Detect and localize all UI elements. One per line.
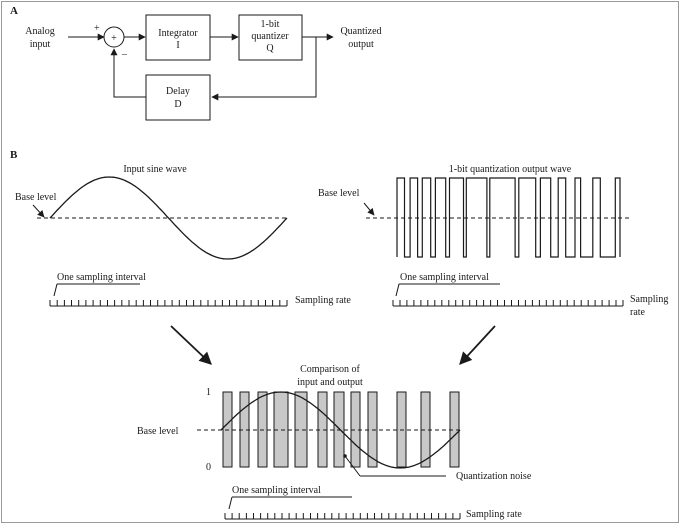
analog-input-line2: input bbox=[30, 39, 51, 50]
sine-sampling-ticks bbox=[49, 300, 288, 307]
comparison-panel: Comparison of input and output 1 0 Base … bbox=[137, 364, 532, 520]
sine-sampling-rate-label: Sampling rate bbox=[295, 295, 351, 306]
noise-leader-diagonal bbox=[344, 455, 361, 477]
block-diagram: Analog input + + – Integrator I 1-bit qu… bbox=[25, 14, 382, 121]
input-sine-wave bbox=[49, 176, 288, 260]
noise-leader-dot bbox=[343, 454, 347, 458]
pulse-sampling-rate-line2: rate bbox=[630, 307, 646, 318]
delay-to-summer-arrow bbox=[110, 48, 146, 98]
input-sine-title: Input sine wave bbox=[123, 164, 187, 175]
pulse-base-level-label: Base level bbox=[318, 188, 360, 199]
part-a-label: A bbox=[10, 5, 18, 17]
sine-interval-pointer bbox=[53, 283, 58, 297]
comparison-title-line2: input and output bbox=[297, 377, 363, 388]
quantizer-line3: Q bbox=[266, 43, 274, 54]
pulse-title: 1-bit quantization output wave bbox=[449, 164, 572, 175]
input-sine-panel: Input sine wave Base level One sampling … bbox=[15, 164, 351, 307]
quantized-output-line1: Quantized bbox=[340, 26, 381, 37]
pulse-interval-pointer bbox=[395, 283, 400, 297]
integrator-label: Integrator bbox=[158, 28, 198, 39]
feedback-to-delay-arrow bbox=[211, 37, 317, 101]
arrow-sine-to-comparison bbox=[170, 325, 212, 365]
quantizer-line2: quantizer bbox=[251, 31, 289, 42]
analog-input-line1: Analog bbox=[25, 26, 54, 37]
integrator-symbol: I bbox=[176, 40, 179, 51]
sine-base-level-label: Base level bbox=[15, 192, 57, 203]
quantized-output-line2: output bbox=[348, 39, 374, 50]
comparison-sampling-rate-label: Sampling rate bbox=[466, 509, 522, 520]
delay-symbol: D bbox=[174, 99, 181, 110]
comparison-title-line1: Comparison of bbox=[300, 364, 360, 375]
comparison-sampling-ticks bbox=[224, 513, 461, 520]
sine-sampling-interval-label: One sampling interval bbox=[57, 272, 146, 283]
quantization-output-panel: 1-bit quantization output wave Base leve… bbox=[318, 164, 668, 318]
summer-symbol: + bbox=[111, 33, 117, 44]
comparison-interval-pointer bbox=[228, 496, 233, 510]
delay-box bbox=[145, 74, 211, 121]
pulse-sampling-rate-line1: Sampling bbox=[630, 294, 668, 305]
quantizer-line1: 1-bit bbox=[261, 19, 280, 30]
comparison-sampling-interval-label: One sampling interval bbox=[232, 485, 321, 496]
minus-sign: – bbox=[121, 49, 128, 60]
delay-label: Delay bbox=[166, 86, 190, 97]
part-b-label: B bbox=[10, 149, 18, 161]
sine-base-level-pointer bbox=[32, 204, 45, 218]
level-low-label: 0 bbox=[206, 462, 211, 473]
pulse-base-level-pointer bbox=[363, 202, 375, 216]
level-high-label: 1 bbox=[206, 387, 211, 398]
pulse-sampling-ticks bbox=[392, 300, 624, 307]
quantization-noise-label: Quantization noise bbox=[456, 471, 532, 482]
pulse-sampling-interval-label: One sampling interval bbox=[400, 272, 489, 283]
quantized-pulse-wave bbox=[396, 177, 621, 258]
arrow-pulse-to-comparison bbox=[459, 325, 496, 365]
comparison-sine-wave bbox=[220, 391, 461, 469]
comparison-base-level-label: Base level bbox=[137, 426, 179, 437]
plus-sign: + bbox=[94, 23, 100, 34]
